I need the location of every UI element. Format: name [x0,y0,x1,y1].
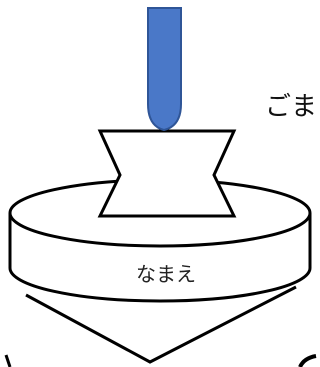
cone-tip [25,285,297,364]
hourglass-knob [97,129,237,218]
partial-stroke-left [4,354,12,367]
partial-stroke-right [298,354,317,367]
pen-tip-icon [147,7,182,132]
corner-text: ごま [264,92,317,122]
body-label: なまえ [136,262,196,286]
